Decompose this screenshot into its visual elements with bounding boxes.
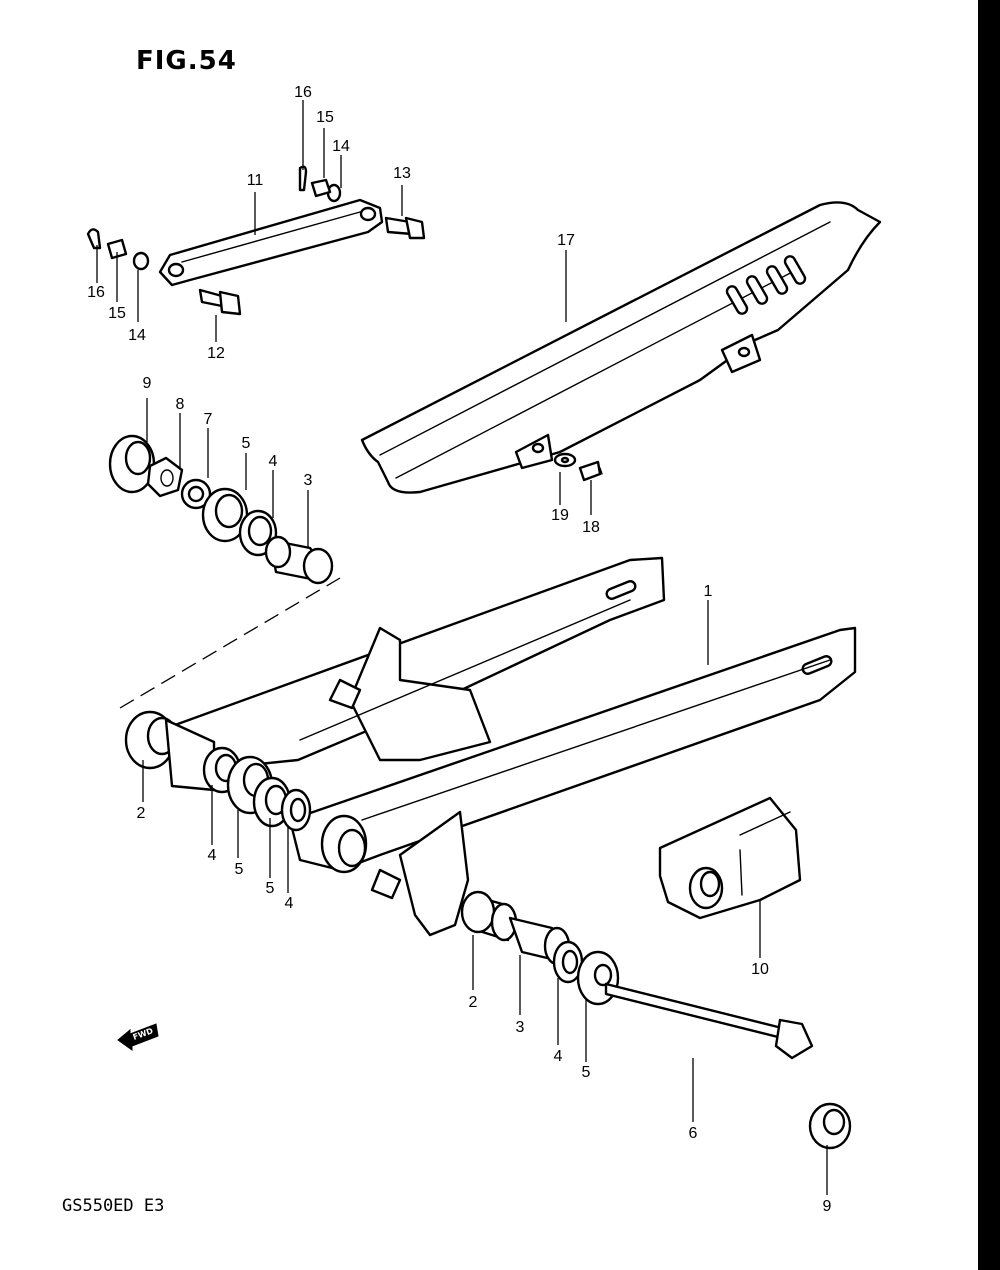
callout-18: 18 xyxy=(582,519,600,536)
callout-17: 17 xyxy=(557,232,575,249)
chain-case-17 xyxy=(360,201,882,494)
callout-9: 9 xyxy=(143,375,152,392)
callout-7: 7 xyxy=(204,411,213,428)
callout-8: 8 xyxy=(176,396,185,413)
sleeve-3-upper xyxy=(264,535,334,585)
cotter-pin-16-lower xyxy=(86,228,102,250)
callout-5: 5 xyxy=(242,435,251,452)
chain-guide-10 xyxy=(658,796,802,920)
callout-6: 6 xyxy=(689,1125,698,1142)
swing-arm-1 xyxy=(173,556,857,937)
callout-4: 4 xyxy=(554,1048,563,1065)
alignment-line xyxy=(119,577,341,709)
nut-15-upper xyxy=(310,178,332,198)
nut-8 xyxy=(146,456,184,498)
cap-9-lower xyxy=(808,1102,852,1150)
callout-11: 11 xyxy=(247,172,264,189)
callout-16: 16 xyxy=(87,284,105,301)
cap-9-upper xyxy=(108,434,156,494)
washer-14-lower xyxy=(132,251,150,271)
callout-4: 4 xyxy=(285,895,294,912)
callout-19: 19 xyxy=(551,507,569,524)
sleeve-3-lower xyxy=(508,916,571,966)
callout-9: 9 xyxy=(823,1198,832,1215)
page-edge-bar xyxy=(978,0,1000,1270)
washer-19 xyxy=(553,452,577,468)
callout-labels: 1 2 2 3 3 4 4 4 4 5 5 5 5 6 7 8 9 9 10 1… xyxy=(87,84,831,1215)
callout-5: 5 xyxy=(582,1064,591,1081)
bolt-12 xyxy=(198,288,242,316)
callout-2: 2 xyxy=(469,994,478,1011)
bearing-2-right xyxy=(460,890,518,942)
callout-12: 12 xyxy=(207,345,225,362)
callout-15: 15 xyxy=(316,109,334,126)
callout-3: 3 xyxy=(516,1019,525,1036)
bolt-18 xyxy=(578,460,603,482)
callout-5: 5 xyxy=(235,861,244,878)
callout-5: 5 xyxy=(266,880,275,897)
nut-15-lower xyxy=(106,238,128,260)
callout-2: 2 xyxy=(137,805,146,822)
torque-link-11 xyxy=(158,198,384,287)
callout-15: 15 xyxy=(108,305,126,322)
callout-16: 16 xyxy=(294,84,312,101)
callout-4: 4 xyxy=(269,453,278,470)
callout-4: 4 xyxy=(208,847,217,864)
forward-arrow-icon: FWD xyxy=(117,1023,159,1051)
leader-lines xyxy=(96,100,828,1195)
seal-4-left-b xyxy=(280,788,312,832)
callout-14: 14 xyxy=(332,138,350,155)
figure-title: FIG.54 xyxy=(136,46,237,76)
callout-13: 13 xyxy=(393,165,411,182)
seal-4-lower xyxy=(552,940,584,984)
callout-14: 14 xyxy=(128,327,146,344)
callout-10: 10 xyxy=(751,961,769,978)
callout-1: 1 xyxy=(704,583,713,600)
cotter-pin-16-upper xyxy=(298,165,308,192)
washer-7 xyxy=(180,478,212,510)
pivot-shaft-6 xyxy=(604,982,814,1060)
model-code: GS550ED E3 xyxy=(62,1196,165,1216)
bolt-13 xyxy=(384,216,426,240)
spacer-5-upper xyxy=(201,487,249,543)
callout-3: 3 xyxy=(304,472,313,489)
